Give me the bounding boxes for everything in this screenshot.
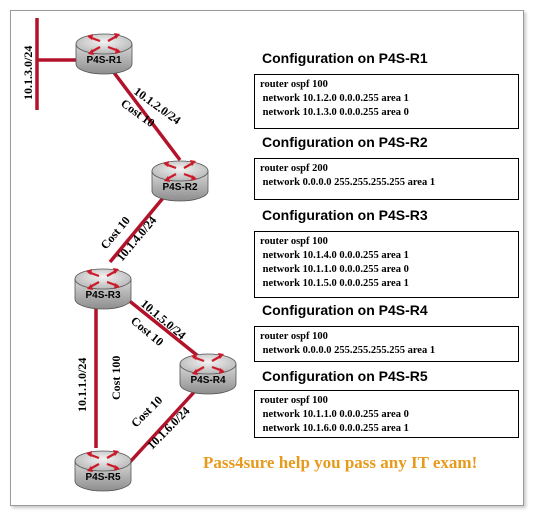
config-r1-box: router ospf 100 network 10.1.2.0 0.0.0.2… [254,74,519,129]
config-line: network 10.1.5.0 0.0.0.255 area 1 [260,278,409,289]
config-r2-title: Configuration on P4S-R2 [262,134,428,150]
router-icon [178,351,238,396]
config-line: network 0.0.0.0 255.255.255.255 area 1 [260,177,436,188]
router-r5: P4S-R5 [73,448,133,493]
router-r2: P4S-R2 [150,158,210,203]
link-r1-r2 [110,68,182,162]
watermark-banner: Pass4sure help you pass any IT exam! [203,453,478,472]
config-r4-box: router ospf 100 network 0.0.0.0 255.255.… [254,326,519,362]
router-icon [74,31,134,76]
link-r2-r3 [108,190,170,264]
router-r4-name: P4S-R4 [190,375,225,386]
label-cost-r4-r5: Cost 10 [128,393,165,430]
link-r3-r4 [120,293,200,358]
config-r3-box: router ospf 100 network 10.1.4.0 0.0.0.2… [254,231,519,298]
router-r4: P4S-R4 [178,351,238,396]
config-r4-title: Configuration on P4S-R4 [262,302,428,318]
label-cost-r3-r5: Cost 100 [109,356,123,400]
label-lan-r1: 10.1.3.0/24 [21,46,35,100]
config-line: network 10.1.3.0 0.0.0.255 area 0 [260,107,409,118]
router-r3-name: P4S-R3 [85,290,120,301]
router-icon [150,158,210,203]
config-line: network 10.1.1.0 0.0.0.255 area 0 [260,409,409,420]
config-r2-box: router ospf 200 network 0.0.0.0 255.255.… [254,158,519,200]
config-line: network 10.1.1.0 0.0.0.255 area 0 [260,264,409,275]
router-r1-name: P4S-R1 [86,55,121,66]
config-line: router ospf 100 [260,331,328,342]
config-r5-title: Configuration on P4S-R5 [262,368,428,384]
router-r1: P4S-R1 [74,31,134,76]
router-r3: P4S-R3 [73,266,133,311]
config-r1-title: Configuration on P4S-R1 [262,50,428,66]
config-line: router ospf 100 [260,395,328,406]
link-r4-r5 [128,388,198,464]
router-icon [73,448,133,493]
config-line: network 10.1.6.0 0.0.0.255 area 1 [260,423,409,434]
config-line: network 10.1.2.0 0.0.0.255 area 1 [260,93,409,104]
config-line: router ospf 100 [260,79,328,90]
config-line: network 10.1.4.0 0.0.0.255 area 1 [260,250,409,261]
config-r3-title: Configuration on P4S-R3 [262,207,428,223]
config-line: router ospf 100 [260,236,328,247]
router-r2-name: P4S-R2 [162,182,197,193]
router-r5-name: P4S-R5 [85,472,120,483]
config-line: router ospf 200 [260,163,328,174]
label-net-r3-r5: 10.1.1.0/24 [75,358,89,412]
config-r5-box: router ospf 100 network 10.1.1.0 0.0.0.2… [254,390,519,438]
router-icon [73,266,133,311]
config-line: network 0.0.0.0 255.255.255.255 area 1 [260,345,436,356]
